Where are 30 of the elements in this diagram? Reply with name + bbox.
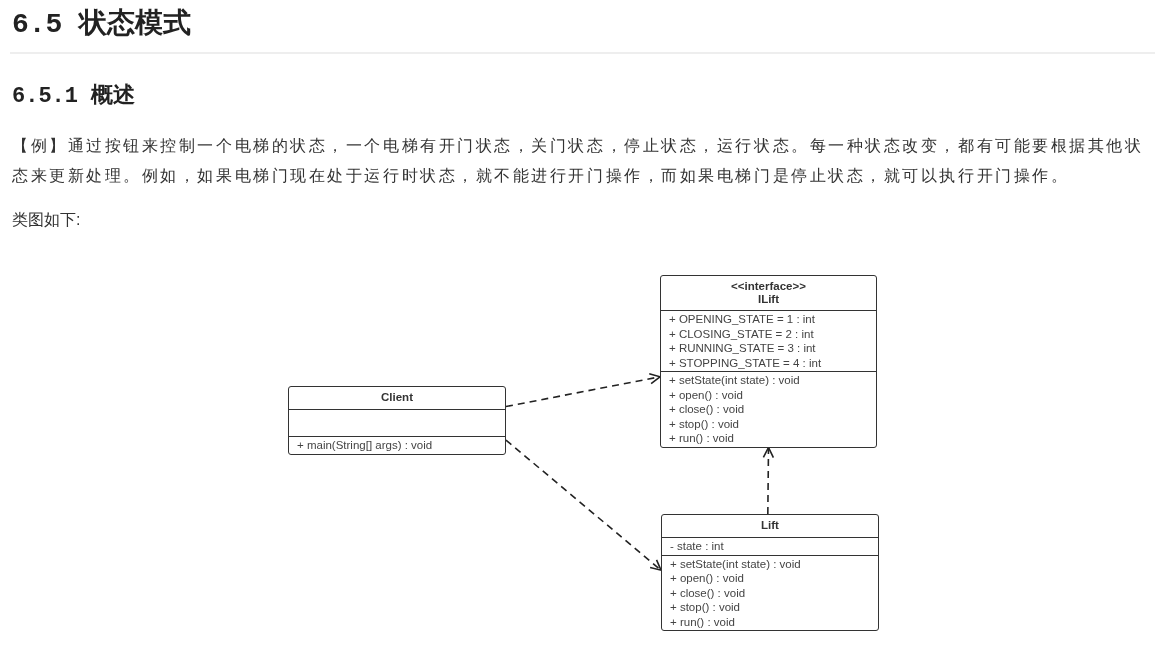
section-heading: 6.5.1 概述 bbox=[12, 82, 136, 110]
dependency-arrow bbox=[505, 439, 662, 571]
method-text: + stop() : void bbox=[670, 600, 741, 615]
method-text: + open() : void bbox=[669, 387, 744, 402]
attribute-text: + OPENING_STATE = 1 : int bbox=[669, 312, 816, 327]
method-text: + stop() : void bbox=[669, 416, 740, 431]
dependency-arrow bbox=[762, 446, 775, 515]
method-text: + run() : void bbox=[670, 614, 736, 629]
dependency-arrow bbox=[505, 372, 661, 408]
class-box bbox=[288, 386, 506, 455]
class-name: Client bbox=[380, 391, 414, 404]
method-text: + run() : void bbox=[669, 431, 735, 446]
body-paragraph: 【例】通过按钮来控制一个电梯的状态，一个电梯有开门状态，关门状态，停止状态，运行状态。每一种状态改变，都有可能要根据其他状态来更新处理。例如，如果电梯门现在处于运行时状态，就不能进行开门操作，而如果电梯门是停止状态，就可以执行开门操作。 bbox=[12, 136, 1145, 186]
attribute-text: + STOPPING_STATE = 4 : int bbox=[669, 355, 823, 370]
attribute-text: - state : int bbox=[670, 539, 725, 554]
class-box bbox=[660, 275, 877, 448]
class-name: Lift bbox=[760, 519, 780, 532]
attribute-text: + RUNNING_STATE = 3 : int bbox=[669, 341, 817, 356]
method-text: + open() : void bbox=[670, 571, 745, 586]
page-title: 6.5 状态模式 bbox=[12, 7, 192, 42]
attribute-text: + CLOSING_STATE = 2 : int bbox=[669, 326, 815, 341]
method-text: + setState(int state) : void bbox=[669, 373, 801, 388]
method-text: + setState(int state) : void bbox=[670, 556, 802, 571]
class-box bbox=[661, 514, 879, 631]
stereotype-label: <<interface>> bbox=[730, 280, 807, 293]
class-name: ILift bbox=[756, 293, 781, 306]
method-text: + close() : void bbox=[670, 585, 747, 600]
method-text: + close() : void bbox=[669, 402, 746, 417]
body-text: 类图如下: bbox=[12, 210, 81, 230]
method-text: + main(String[] args) : void bbox=[297, 438, 434, 453]
